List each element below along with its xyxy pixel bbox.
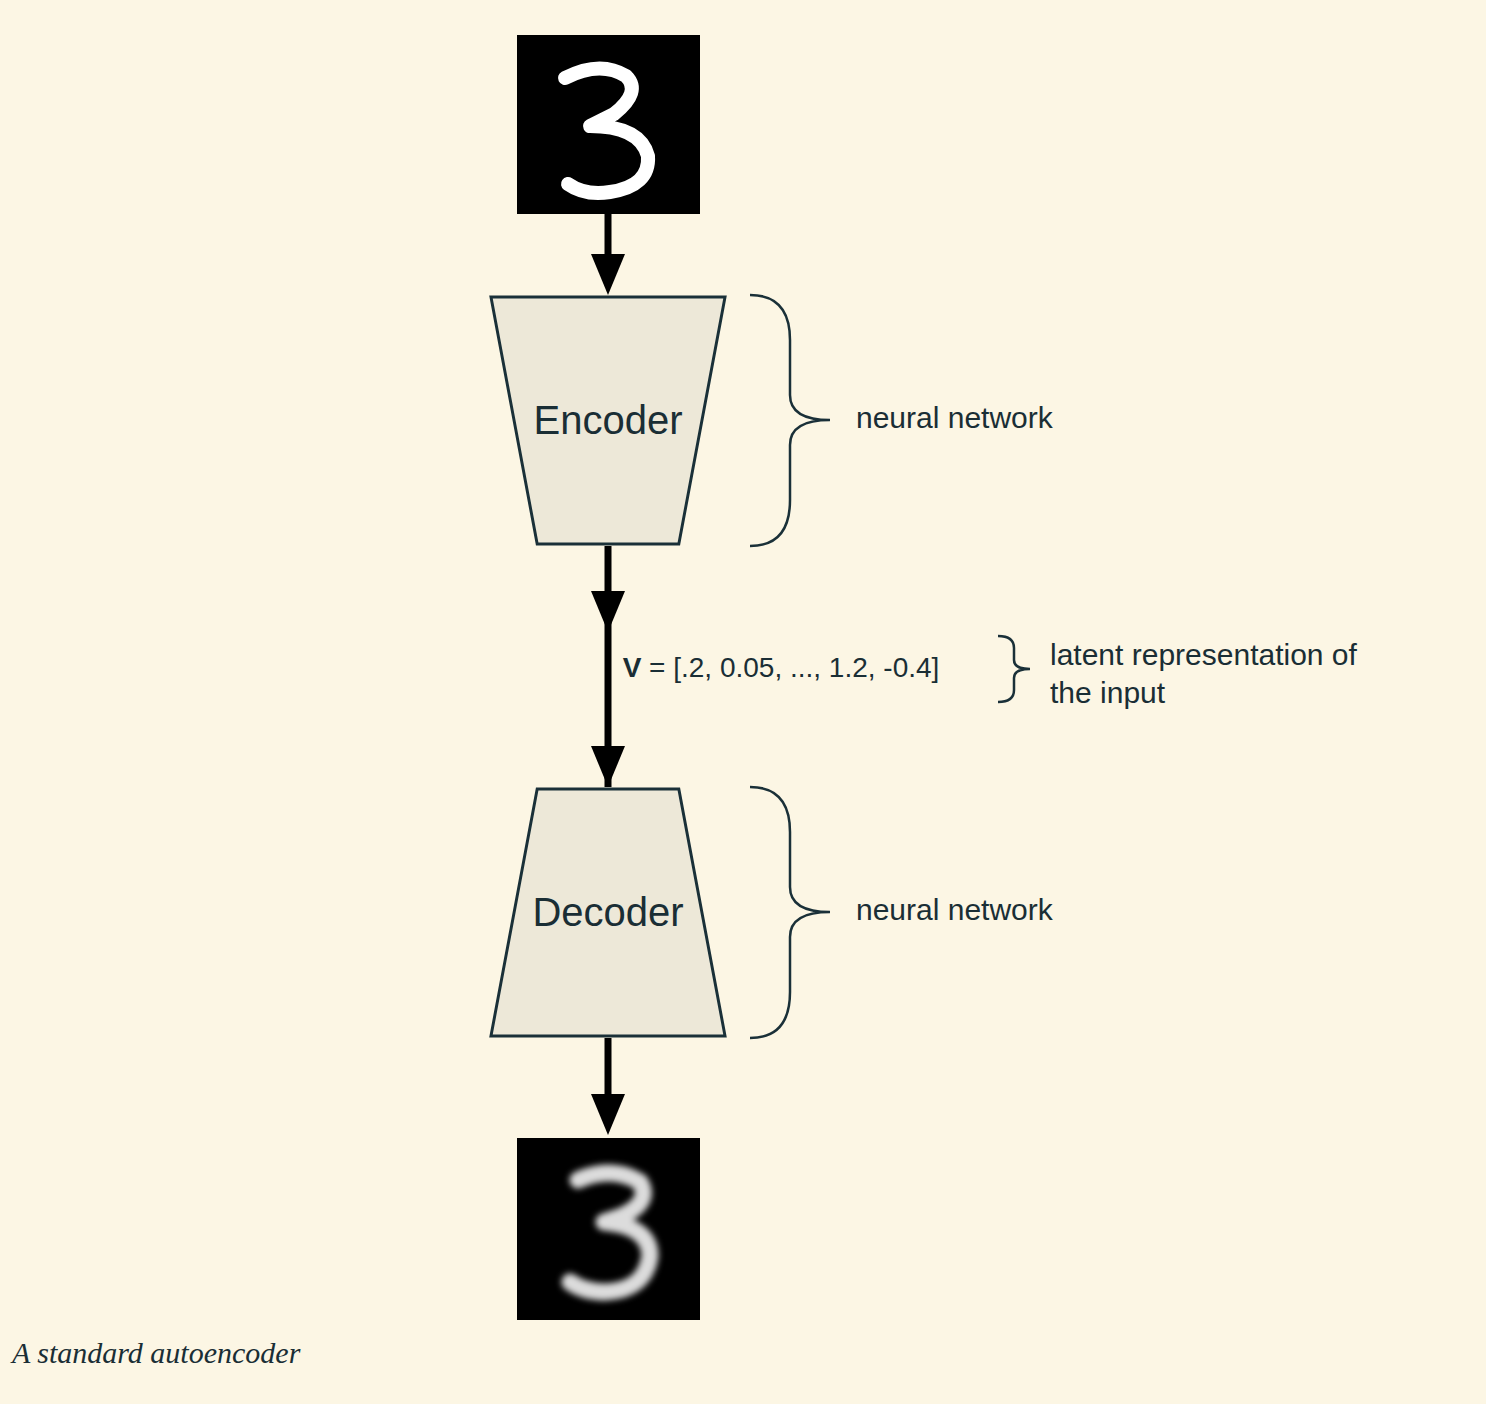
arrowhead xyxy=(591,1094,625,1135)
annotation: neural network xyxy=(856,891,1053,929)
arrowhead xyxy=(591,254,625,295)
arrow-line xyxy=(605,1038,612,1098)
annotation: neural network xyxy=(856,399,1053,437)
digit-stroke xyxy=(570,1173,650,1292)
latent-vector: V = [.2, 0.05, ..., 1.2, -0.4] xyxy=(619,650,944,686)
network-block: Encoder xyxy=(489,295,727,546)
connector xyxy=(605,546,612,787)
digit-stroke xyxy=(565,68,648,193)
brace xyxy=(750,295,830,546)
trapezoid xyxy=(491,297,725,544)
arrow-line xyxy=(605,214,612,258)
block-label: Decoder xyxy=(532,890,683,935)
latent-note: latent representation of the input xyxy=(1050,636,1405,712)
output-image xyxy=(517,1138,700,1320)
trapezoid xyxy=(491,789,725,1036)
brace xyxy=(998,636,1030,702)
block-label: Encoder xyxy=(534,398,683,443)
network-block: Decoder xyxy=(489,787,727,1038)
brace xyxy=(750,787,830,1038)
input-image xyxy=(517,35,700,214)
caption: A standard autoencoder xyxy=(12,1336,300,1370)
